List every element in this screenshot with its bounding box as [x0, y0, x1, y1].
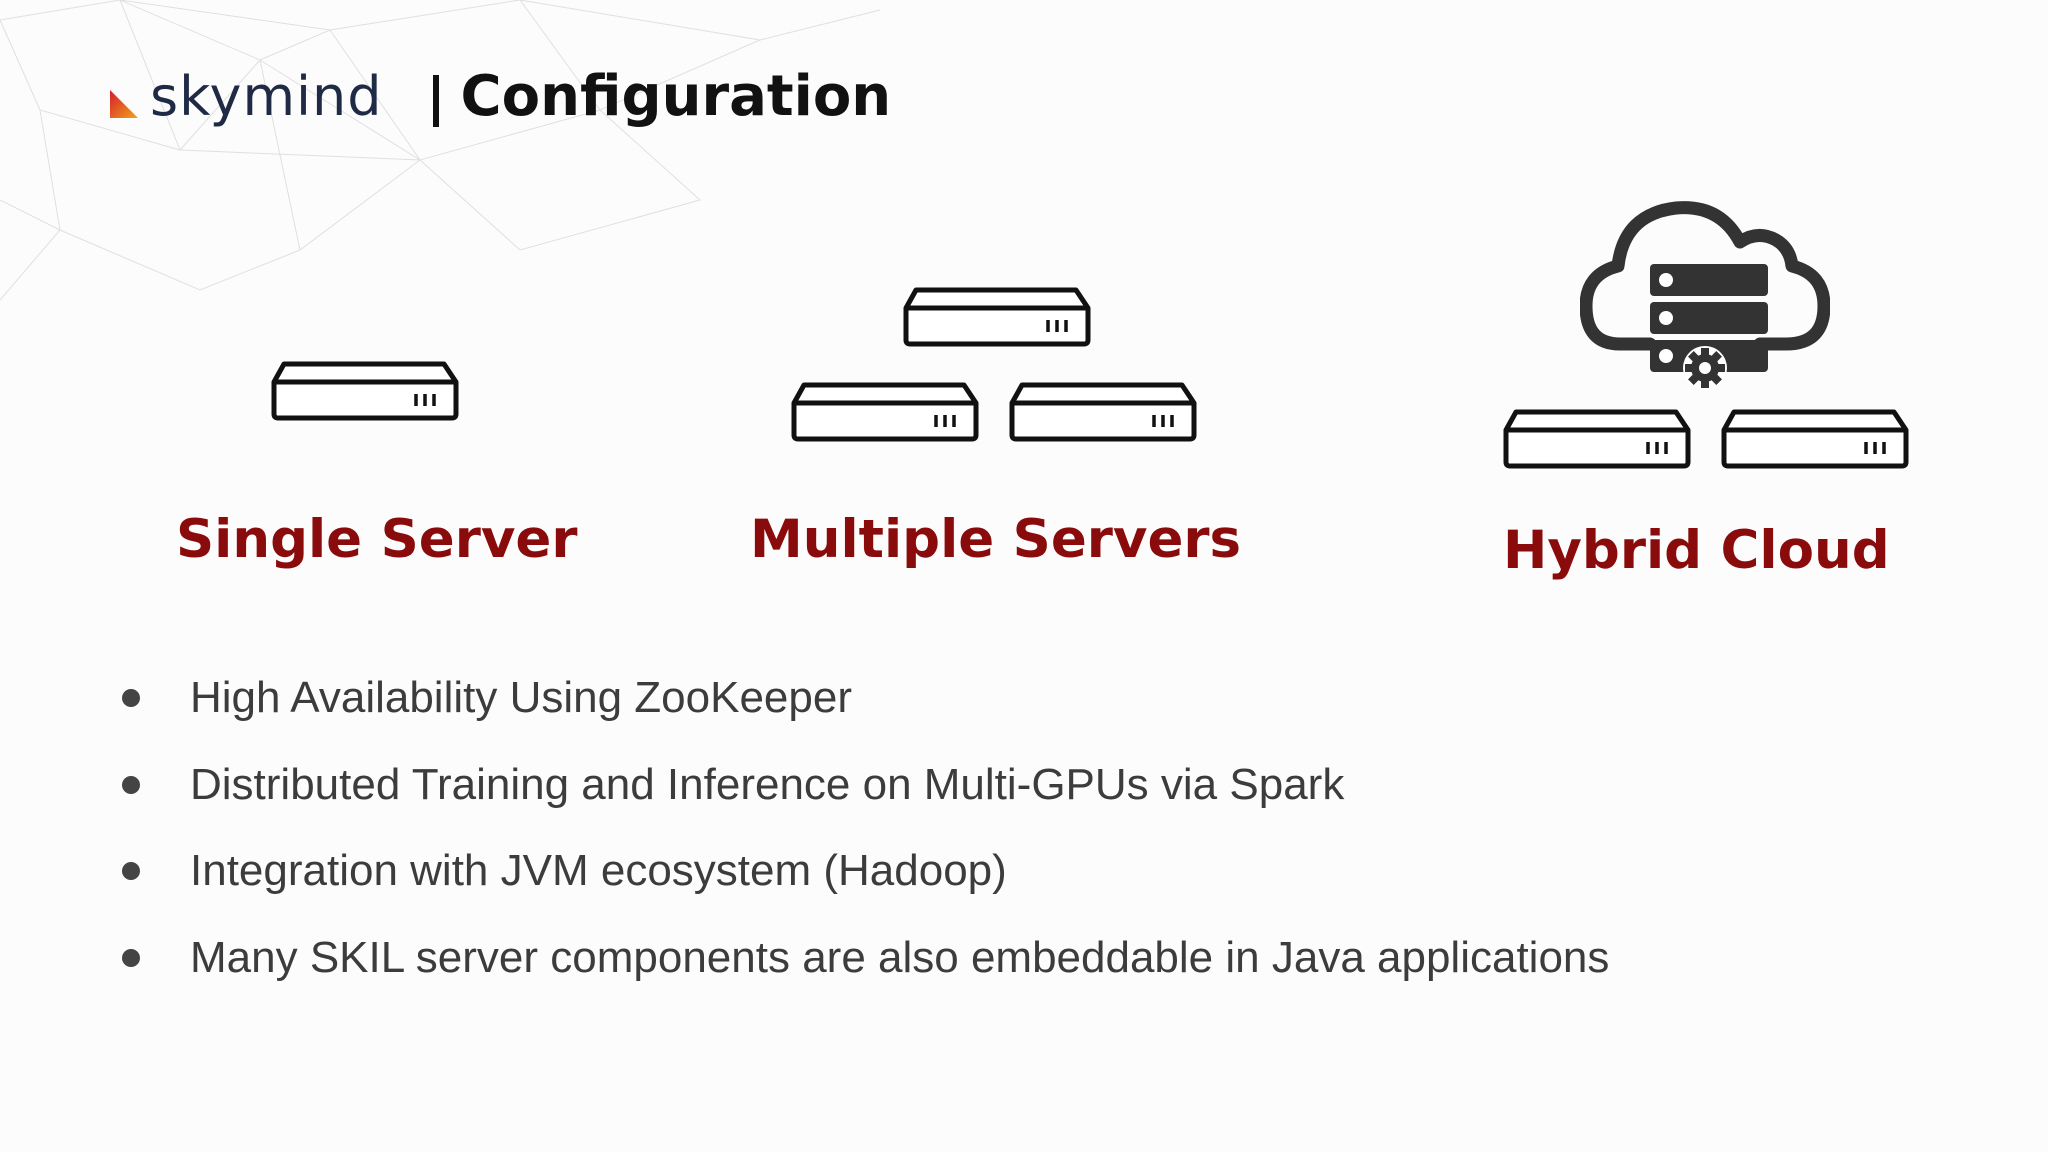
- list-item: High Availability Using ZooKeeper: [122, 655, 1609, 742]
- logo-text: skymind: [150, 65, 383, 128]
- cloud-server-icon: [1580, 201, 1830, 390]
- bullet-text: Integration with JVM ecosystem (Hadoop): [190, 846, 1007, 896]
- bullet-icon: [122, 689, 140, 708]
- server-icon: [1502, 404, 1692, 474]
- bullet-text: Distributed Training and Inference on Mu…: [190, 759, 1345, 809]
- server-icon: [270, 356, 460, 426]
- bullet-text: Many SKIL server components are also emb…: [190, 932, 1610, 982]
- header-divider: [432, 75, 439, 127]
- list-item: Many SKIL server components are also emb…: [122, 915, 1609, 1002]
- bullet-list: High Availability Using ZooKeeper Distri…: [122, 655, 1609, 1001]
- bullet-icon: [122, 862, 140, 881]
- bullet-icon: [122, 948, 140, 967]
- bullet-text: High Availability Using ZooKeeper: [190, 673, 852, 723]
- server-icon: [1008, 377, 1198, 447]
- server-icon: [1720, 404, 1910, 474]
- server-icon: [790, 377, 980, 447]
- config-label-single-server: Single Server: [176, 509, 578, 570]
- background-mesh: [0, 0, 881, 301]
- config-label-multiple-servers: Multiple Servers: [750, 509, 1242, 570]
- list-item: Integration with JVM ecosystem (Hadoop): [122, 828, 1609, 915]
- server-icon: [902, 282, 1092, 352]
- skymind-logo: skymind: [108, 70, 383, 124]
- list-item: Distributed Training and Inference on Mu…: [122, 742, 1609, 829]
- bullet-icon: [122, 775, 140, 794]
- header: skymind Configuration: [108, 62, 891, 132]
- logo-mark-icon: [110, 90, 138, 118]
- page-title: Configuration: [460, 64, 892, 129]
- config-label-hybrid-cloud: Hybrid Cloud: [1503, 520, 1890, 581]
